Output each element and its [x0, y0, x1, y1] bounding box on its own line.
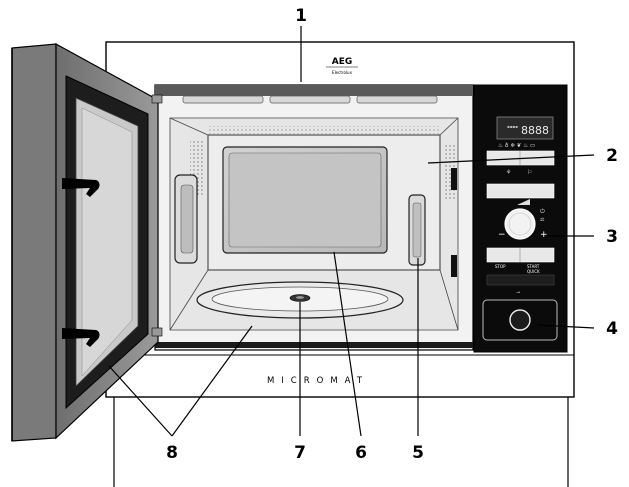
left-waveguide [174, 174, 198, 264]
weight-icon: ⚖ [540, 217, 545, 223]
grill-icon: ⚘ [506, 169, 511, 176]
callout-6: 6 [355, 443, 367, 463]
lamp-cover [408, 194, 426, 266]
power-button[interactable] [486, 183, 555, 199]
door-latch-upper [62, 178, 100, 197]
callout-3: 3 [606, 227, 618, 247]
svg-text:▪▪▪▪: ▪▪▪▪ [507, 124, 518, 129]
callout-8: 8 [166, 443, 178, 463]
combi-icon: ⚐ [527, 169, 532, 176]
door-latch-lower [62, 328, 100, 347]
leader-lines [108, 26, 595, 437]
callout-1: 1 [295, 6, 307, 26]
display-digits: 8888 [521, 124, 549, 137]
brand-logo: AEG Electrolux [326, 57, 358, 75]
mode-symbols: ♨ ♁ ❄ ❦ ♨ ▭ [498, 142, 535, 149]
callout-labels: 1 2 3 4 5 6 7 8 [166, 6, 618, 463]
minus-label: − [498, 230, 506, 240]
callout-7: 7 [294, 443, 306, 463]
stop-start-button[interactable] [486, 247, 555, 263]
callout-2: 2 [606, 146, 618, 166]
brand-sub-text: Electrolux [332, 70, 353, 75]
start-label: START [527, 264, 540, 269]
key-icon: ⊸ [516, 290, 520, 296]
control-panel: 8888 ▪▪▪▪ ♨ ♁ ❄ ❦ ♨ ▭ ⚘ ⚐ − + ⏻ ⚖ STOP S… [473, 84, 568, 353]
cavity-floor-edge [155, 342, 473, 348]
stop-label: STOP [495, 264, 506, 269]
turntable [196, 281, 404, 319]
clock-icon: ⏻ [540, 208, 545, 215]
callout-4: 4 [606, 319, 618, 339]
latch-slots [451, 168, 457, 277]
brand-logo-text: AEG [332, 57, 353, 67]
callout-5: 5 [412, 443, 424, 463]
quick-label: QUICK [527, 269, 540, 274]
power-level-icon [517, 199, 530, 205]
oven-door [11, 42, 163, 442]
door-open-button[interactable] [509, 309, 531, 331]
back-window [222, 146, 388, 254]
model-label: MICROMAT [267, 376, 369, 386]
digital-display: 8888 ▪▪▪▪ [496, 116, 554, 140]
plus-label: + [540, 230, 548, 240]
door-open-surround [482, 299, 558, 341]
control-knob[interactable] [504, 208, 536, 240]
